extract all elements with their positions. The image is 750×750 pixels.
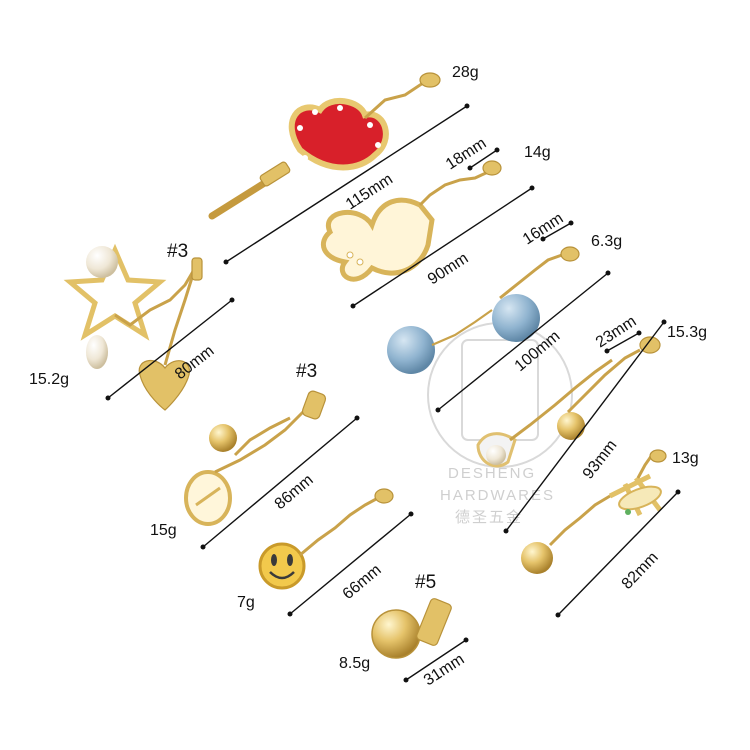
leaf-ball-charm (184, 390, 327, 526)
watermark-brand-2: HARDWARES (440, 487, 555, 504)
heart-key-weight: 28g (452, 64, 479, 81)
cat-charm (320, 160, 502, 282)
cat-weight: 14g (524, 144, 551, 161)
blue-balls-weight: 6.3g (591, 233, 622, 250)
star-pearl-variant: #3 (167, 241, 188, 262)
dragonfly-length: 82mm (619, 549, 662, 593)
star-pearl-weight: 15.2g (29, 371, 69, 388)
leaf-ball-variant: #3 (296, 361, 317, 382)
pearl-hand-length: 93mm (580, 437, 621, 482)
dragonfly-charm (521, 449, 667, 574)
smiley-charm (258, 488, 394, 590)
star-pearl-charm (63, 243, 203, 411)
leaf-ball-length: 86mm (272, 471, 317, 513)
watermark-brand-3: 德圣五金 (455, 508, 523, 526)
puller-weight: 8.5g (339, 655, 370, 672)
heart-key-charm (208, 72, 441, 220)
cat-length: 90mm (425, 250, 472, 288)
watermark: DESHENG HARDWARES 德圣五金 (427, 322, 573, 526)
pearl-hand-weight: 15.3g (667, 324, 707, 341)
blue-balls-charm (387, 246, 580, 374)
puller-length: 31mm (421, 651, 468, 689)
leaf-ball-weight: 15g (150, 522, 177, 539)
smiley-weight: 7g (237, 594, 255, 611)
dimension-lines (105, 103, 681, 683)
dragonfly-weight: 13g (672, 450, 699, 467)
watermark-brand-1: DESHENG (448, 465, 536, 482)
puller-variant: #5 (415, 572, 436, 593)
zipper-puller (371, 598, 452, 659)
pearl-hand-charm (476, 336, 661, 468)
